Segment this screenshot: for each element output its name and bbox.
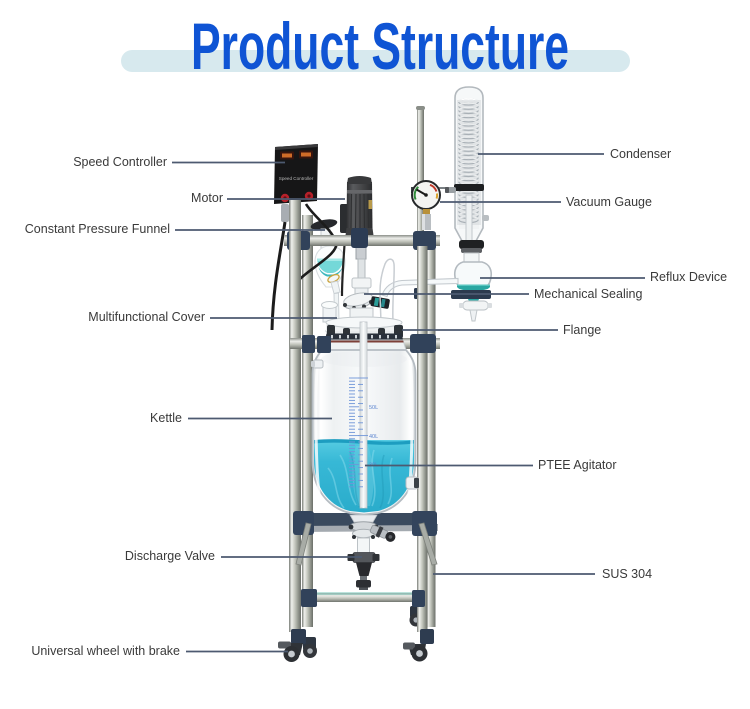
svg-text:Speed Controller: Speed Controller <box>279 176 314 181</box>
svg-text:50L: 50L <box>369 405 378 411</box>
svg-text:40L: 40L <box>369 434 378 440</box>
